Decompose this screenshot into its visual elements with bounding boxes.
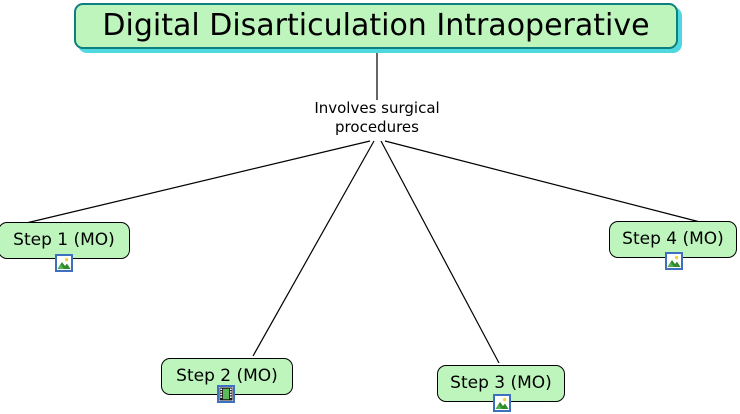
hub-relation-line-1: Involves surgical (314, 99, 440, 117)
node-step-4-label: Step 4 (MO) (622, 229, 724, 249)
hub-relation-line-2: procedures (335, 118, 419, 136)
image-icon[interactable] (55, 254, 73, 272)
node-step-3-label: Step 3 (MO) (450, 373, 552, 393)
node-step-1[interactable]: Step 1 (MO) (0, 222, 130, 259)
root-node-label: Digital Disarticulation Intraoperative (102, 8, 650, 43)
node-step-1-label: Step 1 (MO) (13, 230, 115, 250)
edge-hub-to-step-4 (384, 140, 701, 223)
film-strip-icon[interactable] (217, 385, 235, 403)
image-icon[interactable] (493, 394, 511, 412)
node-step-4[interactable]: Step 4 (MO) (609, 221, 737, 258)
node-step-2-label: Step 2 (MO) (176, 366, 278, 386)
hub-relation-label: Involves surgical procedures (277, 99, 477, 137)
image-icon[interactable] (665, 252, 683, 270)
edge-hub-to-step-2 (252, 140, 375, 357)
root-node[interactable]: Digital Disarticulation Intraoperative (74, 3, 678, 49)
edge-hub-to-step-1 (21, 140, 371, 225)
edge-hub-to-step-3 (380, 140, 500, 364)
